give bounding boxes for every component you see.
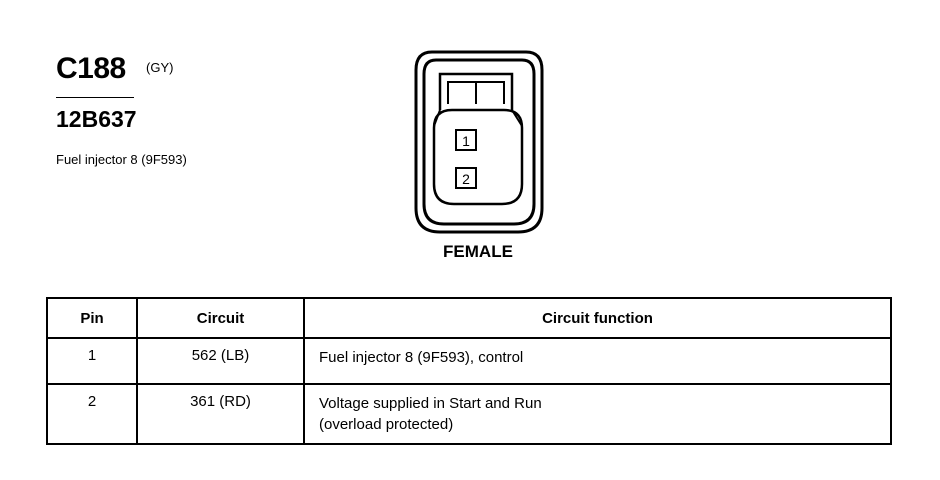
header-circuit: Circuit [136, 297, 305, 339]
cell-circuit: 562 (LB) [136, 337, 305, 385]
pin-label-2: 2 [462, 171, 470, 187]
cavity-rim-right [511, 109, 523, 127]
latch-tab [438, 72, 514, 110]
connector-color-code: (GY) [146, 60, 174, 75]
table-row: 1 562 (LB) Fuel injector 8 (9F593), cont… [46, 337, 892, 385]
connector-gender-label: FEMALE [443, 242, 513, 261]
pinout-table: Pin Circuit Circuit function 1 562 (LB) … [46, 297, 892, 445]
pin-label-1: 1 [462, 133, 470, 149]
pin-cavity-2 [455, 167, 477, 189]
connector-description: Fuel injector 8 (9F593) [56, 152, 187, 167]
connector-code: C188 [56, 52, 126, 85]
header-circuit-function: Circuit function [303, 297, 892, 339]
cell-pin: 2 [46, 383, 138, 445]
connector-face-diagram: 1 2 [414, 50, 544, 234]
connector-outer-shell [414, 50, 544, 234]
cell-circuit-function: Voltage supplied in Start and Run (overl… [303, 383, 892, 445]
connector-inner-shell [422, 58, 536, 226]
table-row: 2 361 (RD) Voltage supplied in Start and… [46, 383, 892, 445]
cell-circuit-function: Fuel injector 8 (9F593), control [303, 337, 892, 385]
cell-pin: 1 [46, 337, 138, 385]
cavity-rim-left [433, 109, 441, 127]
part-number: 12B637 [56, 106, 137, 132]
function-line: Voltage supplied in Start and Run [319, 395, 542, 412]
function-line: Fuel injector 8 (9F593), control [319, 349, 524, 366]
table-header-row: Pin Circuit Circuit function [46, 297, 892, 339]
cavity-body [432, 108, 524, 206]
header-pin: Pin [46, 297, 138, 339]
pin-cavity-1 [455, 129, 477, 151]
header-divider [56, 97, 134, 98]
function-line: (overload protected) [319, 416, 454, 433]
cell-circuit: 361 (RD) [136, 383, 305, 445]
